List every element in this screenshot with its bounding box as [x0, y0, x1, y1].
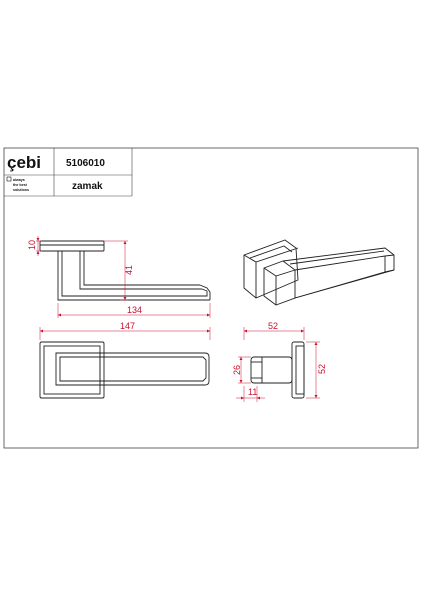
dimension-label-lever-length: 134 — [127, 305, 142, 315]
dimension-lever-length — [57, 303, 211, 318]
title-block: çebi always the best solutions 5106010 z… — [4, 148, 133, 197]
drawing-frame — [3, 147, 419, 449]
material-label: zamak — [72, 181, 103, 192]
dimension-rose-thickness — [236, 386, 265, 402]
dimension-label-neck-diameter: 26 — [232, 365, 242, 375]
dimension-label-overall-length: 147 — [120, 321, 135, 331]
lever-isometric-view — [243, 239, 395, 306]
tagline-line-2: the best — [13, 183, 28, 187]
dimension-rose-width — [243, 327, 305, 340]
dimension-neck-diameter — [238, 356, 251, 384]
dimension-label-rose-thickness: 11 — [248, 387, 257, 397]
dimension-rose-height — [36, 236, 42, 256]
lever-top-view — [39, 341, 210, 399]
tagline-line-1: always — [13, 178, 25, 182]
rose-side-view — [250, 341, 305, 399]
brand-logo: çebi — [7, 153, 41, 172]
dimension-lever-height — [104, 240, 128, 301]
product-code: 5106010 — [66, 158, 105, 169]
dimension-label-lever-height: 41 — [124, 265, 134, 275]
dimension-label-rose-height: 10 — [27, 240, 37, 250]
tagline-line-3: solutions — [13, 188, 29, 192]
dimension-label-rose-height-side: 52 — [317, 364, 327, 374]
lever-side-view — [39, 240, 211, 301]
dimension-overall-length — [39, 327, 211, 340]
dimension-rose-height-side — [306, 341, 320, 399]
tagline-checkbox-icon — [6, 176, 12, 182]
dimension-label-rose-width: 52 — [268, 321, 278, 331]
